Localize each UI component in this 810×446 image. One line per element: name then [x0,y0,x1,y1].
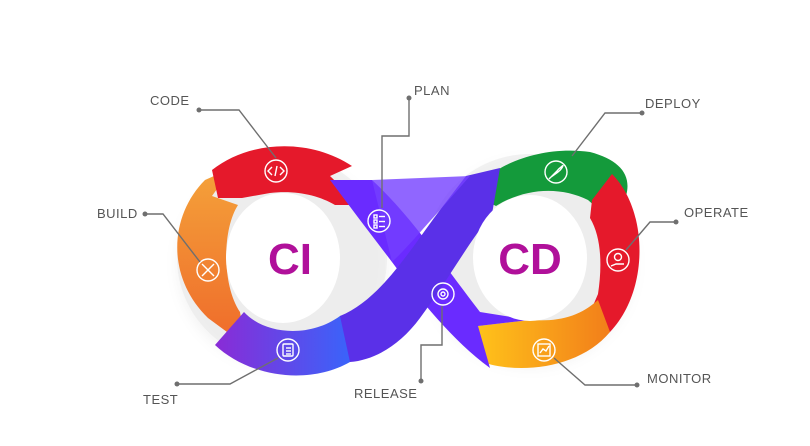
code-leader [196,107,277,159]
code-icon [264,159,288,183]
tools-icon [196,258,220,282]
release-crossing [340,168,500,362]
test-segment [215,310,368,376]
code-label: CODE [150,93,190,108]
settings-icon [431,282,455,306]
deploy-segment [468,150,628,215]
monitor-leader [553,357,640,388]
rocket-icon [544,160,568,184]
ci-label: CI [268,235,312,284]
chart-icon [532,338,556,362]
release-label: RELEASE [354,386,417,401]
list-icon [367,209,391,233]
monitor-label: MONITOR [647,371,712,386]
gear-hand-icon [606,248,630,272]
clipboard-icon [276,338,300,362]
deploy-label: DEPLOY [645,96,701,111]
crossing-highlight [372,176,470,262]
test-label: TEST [143,392,178,407]
test-leader [174,357,279,387]
ci-hole [226,193,340,323]
plan-leader [381,95,412,208]
build-label: BUILD [97,206,138,221]
operate-segment [586,174,640,332]
operate-leader [625,219,679,251]
release-leader [418,306,443,384]
deploy-leader [571,110,645,157]
build-leader [142,211,201,263]
monitor-segment [478,300,610,369]
operate-label: OPERATE [684,205,749,220]
cd-label: CD [498,235,562,284]
build-segment [177,168,246,346]
plan-label: PLAN [414,83,450,98]
cd-hole [473,195,587,321]
